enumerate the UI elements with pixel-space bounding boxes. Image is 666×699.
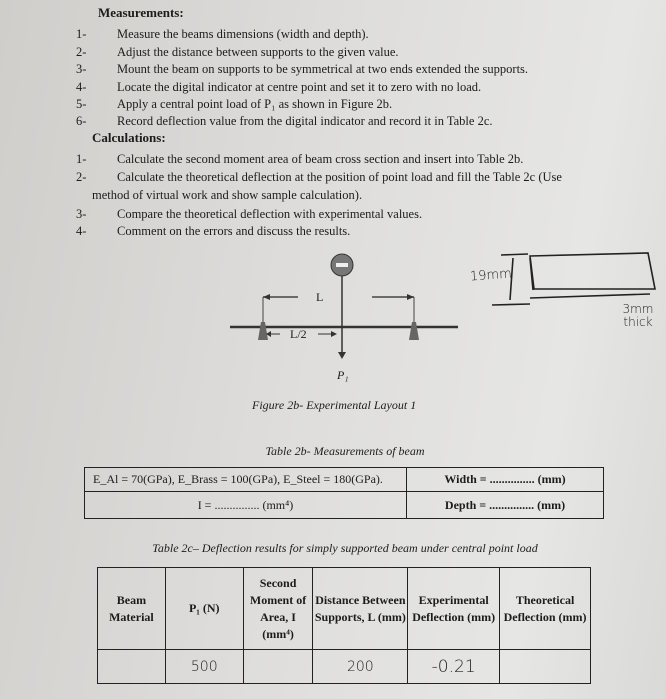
table-cell[interactable]: -0.21 <box>407 649 501 684</box>
load-arrow <box>338 352 346 359</box>
measurements-heading: Measurements: <box>98 5 184 20</box>
width-cell: Width = ............... (mm) <box>406 467 604 492</box>
list-item: Mount the beam on supports to be symmetr… <box>117 62 529 76</box>
list-number: 2- <box>76 170 87 184</box>
inertia-cell: I = ............... (mm⁴) <box>84 491 407 519</box>
list-number: 1- <box>76 152 87 166</box>
column-header: Distance Between Supports, L (mm) <box>312 567 409 650</box>
list-number: 2- <box>76 45 87 59</box>
table-cell[interactable] <box>499 649 591 684</box>
list-item: Calculate the theoretical deflection at … <box>117 170 562 184</box>
moduli-cell: E_Al = 70(GPa), E_Brass = 100(GPa), E_St… <box>84 467 407 492</box>
height-note: 19mm <box>469 266 513 285</box>
left-support <box>258 322 268 340</box>
table-2b-title: Table 2b- Measurements of beam <box>265 444 425 458</box>
table-2b: E_Al = 70(GPa), E_Brass = 100(GPa), E_St… <box>84 467 604 519</box>
depth-cell: Depth = ............... (mm) <box>406 491 604 519</box>
column-header: Beam Material <box>97 567 166 650</box>
list-number: 4- <box>76 80 87 94</box>
list-item: Calculate the second moment area of beam… <box>117 152 524 166</box>
list-item-continuation: method of virtual work and show sample c… <box>92 188 363 202</box>
list-number: 3- <box>76 62 87 76</box>
right-support <box>409 322 419 340</box>
calculations-heading: Calculations: <box>92 130 166 145</box>
length-label: L <box>316 290 324 304</box>
list-number: 6- <box>76 114 87 128</box>
list-number: 4- <box>76 224 87 238</box>
table-2c-title: Table 2c– Deflection results for simply … <box>152 541 538 555</box>
table-cell[interactable] <box>242 649 314 684</box>
list-number: 1- <box>76 27 87 41</box>
half-length-label: L/2 <box>290 327 307 341</box>
list-item: Record deflection value from the digital… <box>117 114 493 128</box>
list-number: 3- <box>76 207 87 221</box>
thickness-note: 3mm thick <box>622 302 654 329</box>
column-header: Second Moment of Area, I (mm⁴) <box>242 567 314 650</box>
list-item: Adjust the distance between supports to … <box>117 45 399 59</box>
list-item: Apply a central point load of P₁ as show… <box>117 97 393 111</box>
list-item: Compare the theoretical deflection with … <box>117 207 423 221</box>
load-label: P₁ <box>337 368 349 382</box>
list-number: 5- <box>76 97 87 111</box>
list-item: Locate the digital indicator at centre p… <box>117 80 482 94</box>
column-header: Experimental Deflection (mm) <box>407 567 501 650</box>
column-header: P₁ (N) <box>164 567 244 650</box>
figure-caption: Figure 2b- Experimental Layout 1 <box>252 398 417 412</box>
list-item: Comment on the errors and discuss the re… <box>117 224 351 238</box>
table-cell[interactable]: 500 <box>164 649 244 684</box>
list-item: Measure the beams dimensions (width and … <box>117 27 369 41</box>
handwritten-beam-sketch <box>491 252 656 306</box>
column-header: Theoretical Deflection (mm) <box>499 567 591 650</box>
table-cell[interactable] <box>97 649 166 684</box>
table-cell[interactable]: 200 <box>312 649 409 684</box>
